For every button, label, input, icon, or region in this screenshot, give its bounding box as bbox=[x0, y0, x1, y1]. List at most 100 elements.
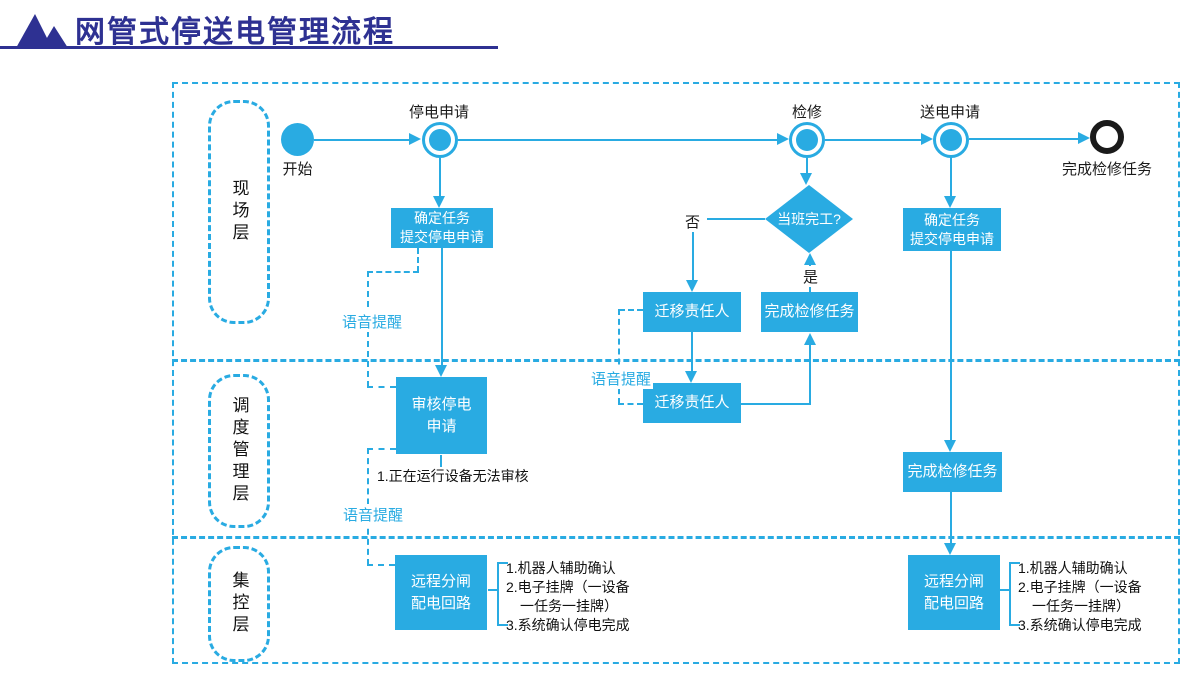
box-confirm-task-left: 确定任务 提交停电申请 bbox=[391, 208, 493, 248]
arrowhead-down bbox=[944, 543, 956, 555]
lane-central-control-layer: 集控层 bbox=[208, 546, 270, 662]
voice-reminder-label-2: 语音提醒 bbox=[589, 368, 654, 389]
decision-diamond-label: 当班完工? bbox=[777, 211, 841, 227]
dashed-connector bbox=[367, 386, 396, 388]
checklist-item: 1.机器人辅助确认 bbox=[506, 560, 616, 576]
checklist-item: 3.系统确认停电完成 bbox=[1018, 617, 1142, 633]
dashed-bracket-link bbox=[1000, 589, 1010, 591]
arrowhead-down bbox=[944, 440, 956, 452]
checklist-bracket-left bbox=[497, 562, 508, 626]
lane-dispatch-management-layer-label: 调度管理层 bbox=[229, 396, 249, 506]
checklist-right: 1.机器人辅助确认 2.电子挂牌（一设备 一任务一挂牌） 3.系统确认停电完成 bbox=[1018, 559, 1142, 635]
flow-connector bbox=[439, 158, 441, 196]
dashed-connector bbox=[367, 448, 396, 450]
dashed-bracket-link bbox=[488, 589, 499, 591]
checklist-left: 1.机器人辅助确认 2.电子挂牌（一设备 一任务一挂牌） 3.系统确认停电完成 bbox=[506, 559, 630, 635]
arrowhead-down bbox=[944, 196, 956, 208]
box-migrate-responsible-2: 迁移责任人 bbox=[643, 383, 741, 423]
box-complete-maintenance-1: 完成检修任务 bbox=[761, 292, 858, 332]
dashed-connector bbox=[618, 309, 620, 404]
flow-connector bbox=[950, 157, 952, 196]
box-text-line: 完成检修任务 bbox=[764, 303, 855, 320]
event-node-maintenance bbox=[789, 122, 825, 158]
checklist-item: 2.电子挂牌（一设备 bbox=[506, 579, 630, 595]
box-text-line: 完成检修任务 bbox=[907, 463, 998, 480]
flow-connector bbox=[441, 248, 443, 365]
flow-connector bbox=[950, 251, 952, 440]
lane-divider-2 bbox=[172, 536, 1180, 539]
box-remote-breaker-left: 远程分闸 配电回路 bbox=[395, 555, 487, 630]
box-text-line: 迁移责任人 bbox=[654, 303, 730, 320]
event-node-power-on-request bbox=[933, 122, 969, 158]
lane-central-control-layer-label: 集控层 bbox=[229, 571, 249, 637]
flow-connector bbox=[458, 139, 778, 141]
box-text-line: 确定任务 bbox=[924, 211, 980, 228]
lane-divider-1 bbox=[172, 359, 1180, 362]
diagram-frame bbox=[172, 82, 1180, 664]
checklist-item: 2.电子挂牌（一设备 bbox=[1018, 579, 1142, 595]
voice-reminder-label-3: 语音提醒 bbox=[341, 504, 406, 525]
box-text-line: 配电回路 bbox=[410, 594, 471, 612]
arrowhead-down bbox=[435, 365, 447, 377]
dashed-connector bbox=[417, 248, 419, 272]
dashed-note-stub bbox=[440, 455, 442, 467]
page-title: 网管式停送电管理流程 bbox=[75, 16, 395, 49]
flow-connector bbox=[806, 158, 808, 173]
flow-connector bbox=[741, 403, 811, 405]
flow-connector bbox=[950, 492, 952, 543]
arrowhead-down bbox=[685, 371, 697, 383]
box-remote-breaker-right: 远程分闸 配电回路 bbox=[908, 555, 1000, 630]
checklist-item: 一任务一挂牌） bbox=[520, 598, 618, 614]
end-node-label: 完成检修任务 bbox=[1062, 161, 1153, 178]
end-node bbox=[1090, 120, 1124, 154]
box-complete-maintenance-2: 完成检修任务 bbox=[903, 452, 1002, 492]
event-power-off-request-label: 停电申请 bbox=[409, 104, 470, 121]
start-node bbox=[281, 123, 314, 156]
arrowhead-down bbox=[433, 196, 445, 208]
arrowhead-right bbox=[1078, 132, 1090, 144]
dashed-connector bbox=[367, 271, 419, 273]
dashed-connector bbox=[619, 309, 643, 311]
box-text-line: 确定任务 bbox=[414, 210, 470, 226]
event-power-on-request-label: 送电申请 bbox=[920, 104, 981, 121]
lane-dispatch-management-layer: 调度管理层 bbox=[208, 374, 270, 528]
arrowhead-up bbox=[804, 253, 816, 265]
box-confirm-task-right: 确定任务 提交停电申请 bbox=[903, 208, 1001, 251]
box-text-line: 提交停电申请 bbox=[400, 229, 484, 245]
event-maintenance-label: 检修 bbox=[792, 104, 823, 121]
title-underline bbox=[0, 46, 498, 49]
checklist-item: 一任务一挂牌） bbox=[1032, 598, 1130, 614]
box-text-line: 申请 bbox=[426, 417, 457, 435]
box-text-line: 审核停电 bbox=[411, 395, 472, 413]
flow-connector-no bbox=[692, 229, 694, 280]
dashed-connector bbox=[618, 403, 643, 405]
arrowhead-up bbox=[804, 333, 816, 345]
box-text-line: 迁移责任人 bbox=[654, 394, 730, 411]
arrowhead-right bbox=[409, 133, 421, 145]
box-review-power-off: 审核停电 申请 bbox=[396, 377, 487, 454]
event-dot bbox=[429, 129, 451, 151]
voice-reminder-label-1: 语音提醒 bbox=[340, 311, 405, 332]
arrowhead-down bbox=[686, 280, 698, 292]
branch-yes-label: 是 bbox=[801, 266, 821, 287]
checklist-bracket-right bbox=[1009, 562, 1020, 626]
event-dot bbox=[796, 129, 818, 151]
arrowhead-right bbox=[777, 133, 789, 145]
branch-no-label: 否 bbox=[683, 211, 703, 232]
event-node-power-off-request bbox=[422, 122, 458, 158]
box-migrate-responsible-1: 迁移责任人 bbox=[643, 292, 741, 332]
box-text-line: 远程分闸 bbox=[410, 572, 471, 590]
review-note: 1.正在运行设备无法审核 bbox=[377, 468, 529, 484]
box-text-line: 配电回路 bbox=[923, 594, 984, 612]
flow-connector-no bbox=[707, 218, 765, 220]
flow-connector bbox=[691, 332, 693, 371]
box-text-line: 提交停电申请 bbox=[910, 230, 994, 247]
arrowhead-right bbox=[921, 133, 933, 145]
flow-connector bbox=[809, 345, 811, 405]
flow-connector bbox=[314, 139, 410, 141]
lane-field-layer-label: 现场层 bbox=[229, 179, 249, 245]
arrowhead-down bbox=[800, 173, 812, 185]
event-dot bbox=[940, 129, 962, 151]
dashed-connector bbox=[367, 564, 395, 566]
